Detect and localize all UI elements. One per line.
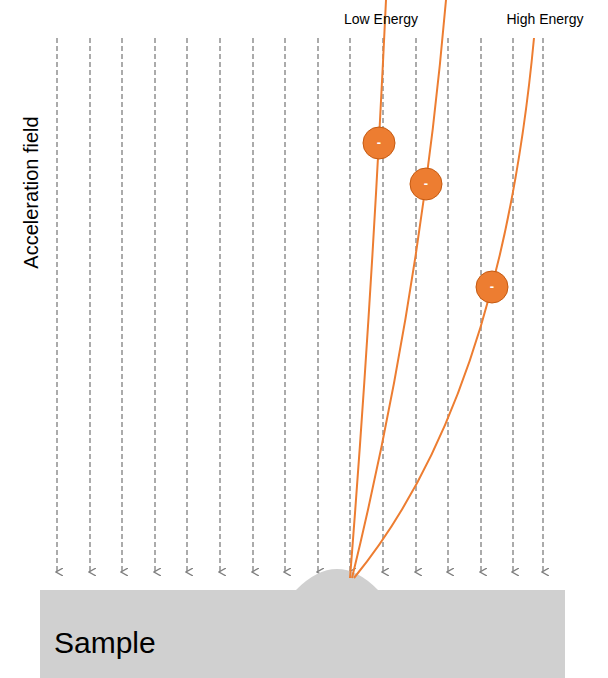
field-line bbox=[349, 38, 350, 572]
field-lines bbox=[57, 38, 543, 572]
field-line bbox=[219, 38, 220, 572]
sample-bump bbox=[296, 569, 378, 590]
electron-trajectory bbox=[352, 0, 446, 578]
field-line bbox=[56, 38, 57, 572]
charge-sign: - bbox=[377, 135, 381, 150]
field-line bbox=[89, 38, 90, 572]
field-line bbox=[252, 38, 253, 572]
electron-circle: - bbox=[362, 126, 396, 160]
field-line bbox=[121, 38, 122, 572]
electron-trajectory bbox=[354, 38, 534, 578]
sample-label: Sample bbox=[54, 626, 565, 660]
field-line bbox=[317, 38, 318, 572]
field-line bbox=[480, 38, 481, 572]
energy-label: High Energy bbox=[506, 11, 583, 27]
field-line bbox=[284, 38, 285, 572]
electron-trajectory bbox=[350, 0, 386, 578]
field-line bbox=[447, 38, 448, 572]
axis-label: Acceleration field bbox=[20, 116, 43, 268]
electron-circle: - bbox=[409, 167, 443, 201]
charge-sign: - bbox=[490, 279, 494, 294]
electron-circle: - bbox=[475, 270, 509, 304]
field-line bbox=[542, 38, 543, 572]
field-line bbox=[415, 38, 416, 572]
sample-block: Sample bbox=[40, 590, 565, 678]
electron-trajectories bbox=[350, 0, 534, 578]
field-line bbox=[154, 38, 155, 572]
charge-sign: - bbox=[424, 176, 428, 191]
field-line bbox=[382, 38, 383, 572]
field-line bbox=[186, 38, 187, 572]
field-line bbox=[512, 38, 513, 572]
energy-label: Low Energy bbox=[344, 11, 418, 27]
